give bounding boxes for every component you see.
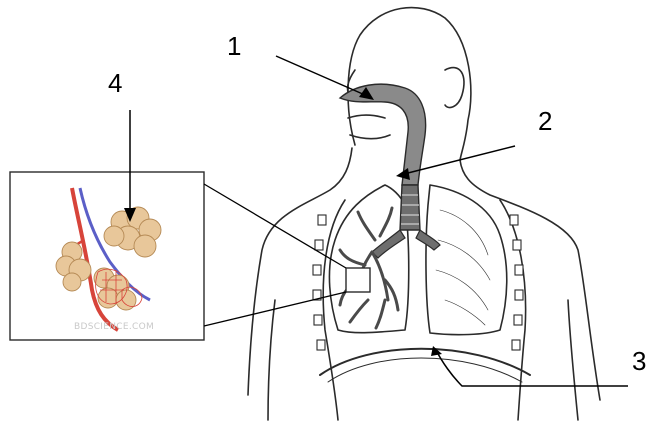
trachea xyxy=(400,185,420,230)
right-lung-outline xyxy=(426,185,507,335)
neck-and-shoulder-left xyxy=(248,148,352,395)
neck-and-shoulder-right xyxy=(460,160,600,400)
arm-right xyxy=(568,300,578,420)
rib-cage-left xyxy=(323,200,345,420)
ear-outline xyxy=(445,68,464,108)
leader-line-3 xyxy=(436,350,628,386)
inset-watermark: BDSCIENCE.COM xyxy=(74,322,154,332)
zoom-marker-box xyxy=(346,268,370,292)
callout-label-2: 2 xyxy=(538,108,552,134)
chin-outline xyxy=(350,135,390,139)
callout-label-3: 3 xyxy=(632,348,646,374)
callout-label-1: 1 xyxy=(227,33,241,59)
arm-left xyxy=(268,300,275,420)
diaphragm-inner xyxy=(328,358,522,382)
arrowhead-3 xyxy=(431,346,442,356)
callout-label-4: 4 xyxy=(108,70,122,96)
right-lung-texture xyxy=(436,210,490,325)
mouth-outline xyxy=(348,115,385,118)
